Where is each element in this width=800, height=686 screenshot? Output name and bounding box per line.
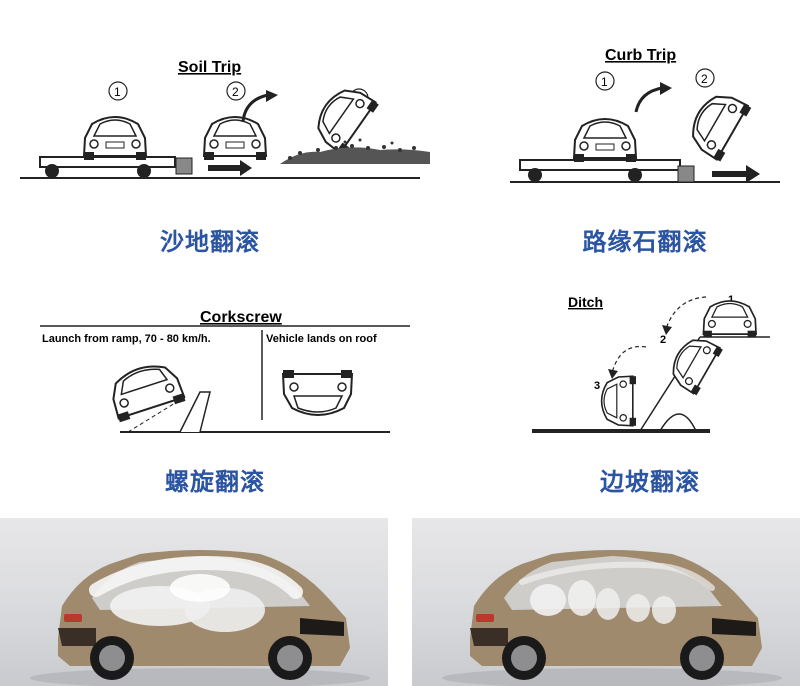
car-front-view: [572, 118, 638, 162]
soil-trip-title: Soil Trip: [178, 59, 241, 76]
step-number: 2: [232, 85, 239, 99]
airbag-photo-left: [0, 518, 388, 686]
step-circle: [695, 68, 715, 88]
airbag-photo-right: [412, 518, 800, 686]
step-circle: [108, 81, 128, 101]
suv-curtain-airbags-image: [30, 550, 370, 686]
trajectory-line: [127, 399, 181, 433]
corkscrew-title: Corkscrew: [200, 309, 282, 326]
slope-arc: [659, 413, 697, 432]
rollover-arrow: [634, 86, 663, 113]
ditch-panel: Ditch 1 2 3: [520, 285, 800, 500]
step-number: 2: [701, 72, 708, 86]
tow-block: [175, 157, 193, 175]
step-number: 3: [594, 380, 600, 392]
direction-arrow: [208, 160, 252, 176]
step-circle: [226, 81, 246, 101]
corkscrew-panel: Corkscrew Launch from ramp, 70 - 80 km/h…: [0, 290, 420, 500]
path-arrow: [611, 345, 647, 374]
step-number: 2: [660, 334, 666, 346]
car-front-view: [82, 116, 148, 160]
car-upside-down: [281, 370, 354, 416]
car-rolling: [317, 89, 379, 156]
corkscrew-right-label: Vehicle lands on roof: [266, 333, 377, 345]
step-number: 1: [114, 85, 121, 99]
corkscrew-diagram: Corkscrew Launch from ramp, 70 - 80 km/h…: [40, 309, 410, 433]
soil-trip-caption: 沙地翻滚: [160, 228, 260, 256]
curb-trip-diagram: Curb Trip 1 2: [510, 47, 780, 183]
car-on-side: [600, 375, 637, 427]
trailer-wheel: [528, 168, 542, 182]
car-front-view: [202, 116, 268, 160]
side-airbag: [596, 588, 620, 620]
trailer-wheel: [45, 164, 59, 178]
step-number: 1: [728, 294, 734, 306]
trailer-deck: [519, 159, 681, 171]
soil-mound: [280, 138, 430, 164]
curb-trip-panel: Curb Trip 1 2 路缘石翻滚: [490, 0, 800, 260]
arrowhead: [660, 82, 672, 95]
ditch-caption: 边坡翻滚: [600, 468, 700, 496]
path-arrow: [665, 296, 707, 330]
curb-trip-title: Curb Trip: [605, 47, 676, 64]
soil-trip-diagram: Soil Trip 1 2 3: [20, 59, 430, 179]
ditch-diagram: Ditch 1 2 3: [532, 294, 770, 433]
trailer-wheel: [137, 164, 151, 178]
car-front-view: [702, 300, 757, 338]
car-launching: [112, 365, 186, 423]
soil-trip-panel: Soil Trip 1 2 3: [0, 0, 430, 260]
trailer-deck: [39, 156, 176, 168]
arrowhead: [608, 369, 618, 379]
ramp: [179, 391, 211, 433]
ditch-title: Ditch: [568, 294, 603, 310]
suv-front-side-airbags-image: [442, 550, 782, 686]
car-rolling: [692, 95, 752, 162]
corkscrew-caption: 螺旋翻滚: [165, 468, 265, 496]
arrowhead: [662, 325, 672, 335]
car-rolling: [672, 339, 723, 396]
step-number: 1: [601, 75, 608, 89]
curb-trip-caption: 路缘石翻滚: [582, 228, 708, 256]
arrowhead: [266, 90, 278, 102]
direction-arrow: [712, 165, 760, 183]
front-airbag: [530, 584, 566, 616]
corkscrew-left-label: Launch from ramp, 70 - 80 km/h.: [42, 333, 211, 345]
curtain-airbag: [89, 556, 303, 599]
rollover-arrow: [241, 93, 269, 123]
trailer-wheel: [628, 168, 642, 182]
step-circle: [595, 71, 615, 91]
curb-block: [677, 165, 695, 183]
